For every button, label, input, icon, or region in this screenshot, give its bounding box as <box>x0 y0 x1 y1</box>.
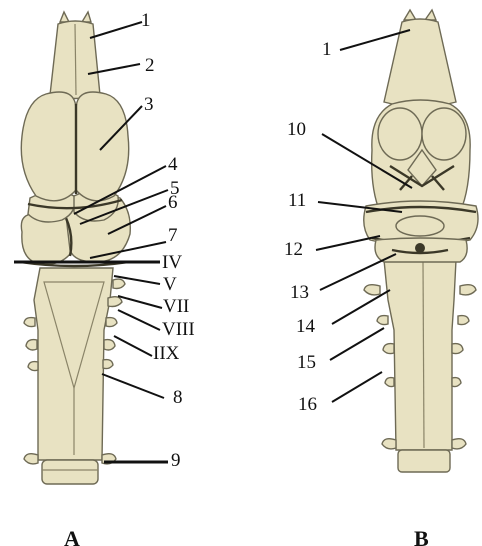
label-a-9: 9 <box>171 451 181 471</box>
brain-a-olfactory-tip-left <box>60 12 69 22</box>
brain-b-ventral <box>364 10 478 472</box>
label-a-vii: VII <box>163 297 189 317</box>
label-b-11: 11 <box>288 191 306 211</box>
label-a-1: 1 <box>141 11 151 31</box>
brain-a-olfactory-tip-right <box>82 12 91 22</box>
label-b-1: 1 <box>322 40 332 60</box>
brain-b-olfactory-bulbs <box>384 19 456 107</box>
label-b-12: 12 <box>284 240 303 260</box>
brain-b-medulla <box>384 260 456 450</box>
label-a-viii: VIII <box>162 320 195 340</box>
label-a-2: 2 <box>145 56 155 76</box>
label-a-7: 7 <box>168 226 178 246</box>
label-a-3: 3 <box>144 95 154 115</box>
label-b-15: 15 <box>297 353 316 373</box>
label-a-6: 6 <box>168 193 178 213</box>
label-a-v: V <box>163 275 177 295</box>
label-a-4: 4 <box>168 155 178 175</box>
brain-a-hemisphere-left <box>21 92 76 201</box>
panel-label-a: A <box>64 526 80 546</box>
label-b-14: 14 <box>296 317 315 337</box>
brain-a-dorsal <box>20 12 130 484</box>
label-b-13: 13 <box>290 283 309 303</box>
label-a-8: 8 <box>173 388 183 408</box>
label-b-10: 10 <box>287 120 306 140</box>
label-a-iv: IV <box>162 253 182 273</box>
label-b-16: 16 <box>298 395 317 415</box>
label-a-ix: IIX <box>153 344 179 364</box>
panel-label-b: B <box>414 526 429 546</box>
